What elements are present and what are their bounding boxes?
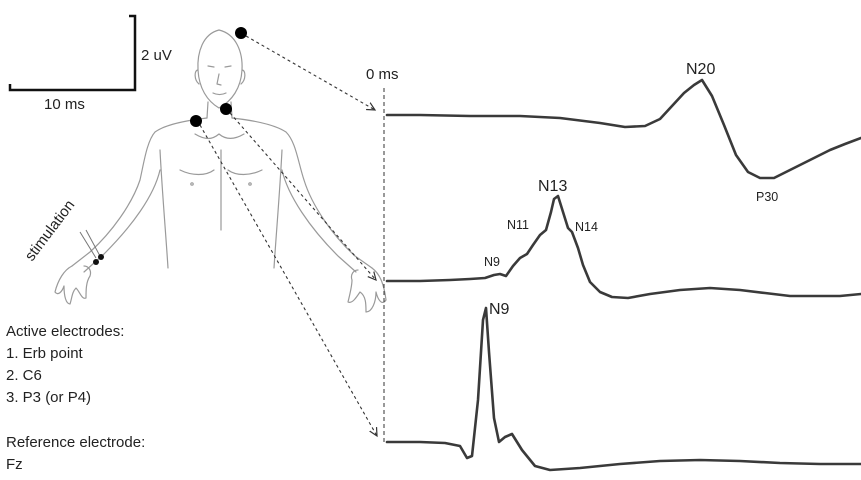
peak-label-p30: P30 bbox=[756, 190, 778, 204]
electrode-legend: Active electrodes: 1. Erb point 2. C6 3.… bbox=[6, 323, 145, 473]
peak-labels: N20 P30 N9 N11 N13 N14 N9 bbox=[484, 61, 778, 318]
trace-cervical bbox=[385, 194, 861, 300]
active-electrode-item-2: 2. C6 bbox=[6, 367, 42, 384]
stimulation-electrode-1 bbox=[93, 259, 99, 265]
recording-electrodes bbox=[190, 27, 247, 127]
peak-label-n20: N20 bbox=[686, 61, 715, 78]
reference-electrode-value: Fz bbox=[6, 456, 23, 473]
arrow-p3-to-cortical-trace bbox=[245, 35, 375, 110]
arrow-c6-to-cervical-trace bbox=[229, 112, 376, 280]
stimulation-electrode-2 bbox=[98, 254, 104, 260]
peak-label-n9-cervical: N9 bbox=[484, 255, 500, 269]
peak-label-n14: N14 bbox=[575, 220, 598, 234]
arrow-erb-to-peripheral-trace bbox=[199, 124, 377, 436]
electrode-p3 bbox=[235, 27, 247, 39]
stimulation-marker: stimulation bbox=[22, 197, 104, 265]
scale-bar-vertical-label: 2 uV bbox=[141, 47, 172, 64]
reference-electrode-title: Reference electrode: bbox=[6, 434, 145, 451]
scale-bar-horizontal-label: 10 ms bbox=[44, 96, 85, 113]
peak-label-n13: N13 bbox=[538, 178, 567, 195]
human-figure-drawing bbox=[54, 29, 387, 313]
electrode-c6 bbox=[220, 103, 232, 115]
trace-peripheral bbox=[385, 306, 861, 472]
electrode-arrows bbox=[199, 35, 377, 436]
active-electrodes-title: Active electrodes: bbox=[6, 323, 124, 340]
trace-cortical bbox=[385, 78, 861, 180]
evoked-potential-traces bbox=[385, 78, 861, 472]
scale-bar-lines bbox=[8, 14, 137, 92]
scale-bar: 2 uV 10 ms bbox=[8, 14, 172, 113]
active-electrode-item-1: 1. Erb point bbox=[6, 345, 84, 362]
stimulation-label: stimulation bbox=[22, 197, 79, 264]
electrode-erb bbox=[190, 115, 202, 127]
peak-label-n11: N11 bbox=[507, 218, 529, 232]
active-electrode-item-3: 3. P3 (or P4) bbox=[6, 389, 91, 406]
peak-label-n9-peripheral: N9 bbox=[489, 301, 510, 318]
time-zero-label: 0 ms bbox=[366, 66, 399, 83]
stimulation-leads bbox=[79, 229, 101, 259]
